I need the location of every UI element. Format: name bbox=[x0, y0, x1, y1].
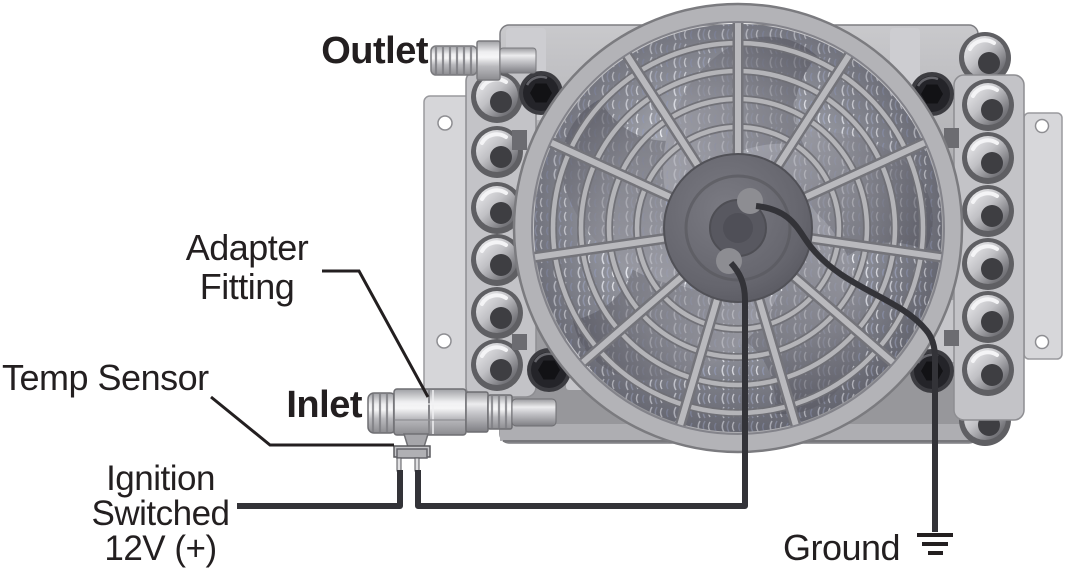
bracket-hole bbox=[437, 115, 453, 131]
inlet-adapter-fitting bbox=[367, 388, 557, 472]
adapter-fitting-label-line1: Adapter bbox=[185, 227, 309, 268]
outlet-fitting bbox=[430, 40, 537, 81]
adapter-fitting-label-line2: Fitting bbox=[199, 266, 295, 307]
adapter-fitting-leader bbox=[322, 269, 430, 398]
shroud-tabs bbox=[512, 128, 959, 350]
bracket-hole bbox=[1034, 118, 1050, 134]
wiring bbox=[237, 203, 938, 532]
sensor-tee-stem bbox=[402, 433, 430, 448]
ignition-label-line2: Switched bbox=[91, 494, 230, 533]
right-tube-holes bbox=[960, 77, 1016, 398]
ignition-12v-label: Ignition Switched 12V (+) bbox=[58, 461, 263, 566]
temp-sensor-label: Temp Sensor bbox=[2, 357, 209, 398]
bracket-hole bbox=[436, 333, 452, 349]
ignition-12v-wire bbox=[237, 470, 403, 509]
inlet-label: Inlet bbox=[286, 384, 362, 426]
left-tube-plate bbox=[465, 69, 537, 398]
ground-symbol bbox=[917, 533, 953, 555]
fan-shroud-ring bbox=[512, 2, 964, 454]
temp-sensor-leader bbox=[210, 395, 394, 447]
hub-wire-exit bbox=[737, 188, 763, 214]
fan-guard-spokes bbox=[522, 10, 954, 437]
left-tube-holes bbox=[469, 69, 525, 393]
fan-power-wire bbox=[415, 261, 748, 509]
ground-wire bbox=[755, 203, 938, 532]
sensor-terminal bbox=[396, 457, 402, 472]
right-mounting-bracket bbox=[1023, 112, 1063, 360]
fan-motor-hub bbox=[663, 153, 813, 303]
electric-fan bbox=[512, 2, 964, 454]
ignition-label-line1: Ignition bbox=[106, 459, 215, 498]
sensor-terminal bbox=[414, 457, 420, 472]
outlet-label: Outlet bbox=[321, 30, 428, 72]
adapter-fitting-label: Adapter Fitting bbox=[147, 228, 347, 306]
leader-lines bbox=[210, 269, 430, 447]
ignition-label-line3: 12V (+) bbox=[104, 529, 217, 568]
bracket-hole bbox=[1034, 334, 1050, 350]
temp-sensor-component bbox=[393, 445, 431, 472]
right-tube-plate bbox=[953, 30, 1025, 448]
ground-label: Ground bbox=[783, 527, 901, 568]
